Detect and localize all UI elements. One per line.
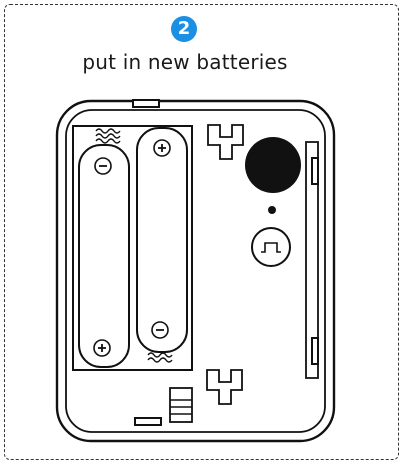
sensor-disc <box>245 137 301 193</box>
spring-left-top <box>95 128 121 144</box>
step-number-badge: 2 <box>171 16 197 42</box>
device-outer-body <box>55 99 336 443</box>
battery-right <box>136 127 188 353</box>
plus-terminal-right <box>153 139 171 157</box>
plus-terminal-left <box>93 339 111 357</box>
button-pulse-icon <box>261 242 281 253</box>
indicator-led <box>268 206 276 214</box>
spring-right-bottom <box>147 352 173 363</box>
minus-terminal-right <box>151 321 169 339</box>
pairing-button <box>251 227 291 267</box>
mount-notch-bottom <box>206 369 243 405</box>
device-inner-body <box>65 109 326 433</box>
rail-notch-top <box>311 157 319 185</box>
battery-left <box>78 144 130 368</box>
mount-notch-top <box>207 124 244 160</box>
top-latch-tab <box>132 99 160 108</box>
instruction-text: put in new batteries <box>82 50 288 74</box>
minus-terminal-left <box>94 157 112 175</box>
rail-notch-bottom <box>311 337 319 365</box>
slide-switch <box>169 387 193 423</box>
dashed-frame <box>4 4 399 460</box>
bottom-latch-tab <box>134 417 162 426</box>
right-side-rail <box>305 141 319 379</box>
battery-compartment <box>72 125 193 371</box>
